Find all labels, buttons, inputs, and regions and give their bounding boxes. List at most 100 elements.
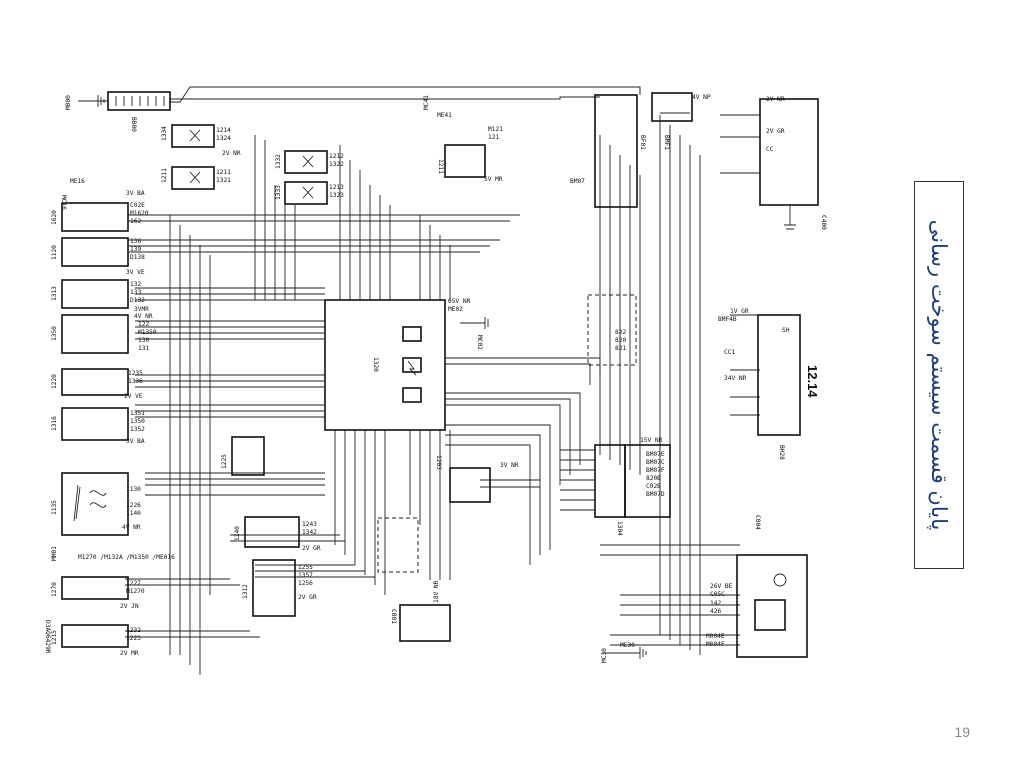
label-p1212: 1212 — [329, 153, 344, 160]
label-1235: 1235 — [128, 370, 143, 377]
connector-1240 — [244, 516, 300, 548]
connector-1334 — [171, 124, 215, 148]
connector-1332 — [284, 150, 328, 174]
label-c1215: 1215 — [51, 630, 58, 645]
label-c02b: C02B — [646, 483, 661, 490]
label-4vnr: 4V NR — [134, 313, 153, 320]
label-3vgr: 2V GR — [298, 594, 317, 601]
label-2vgr-b: 2V GR — [302, 545, 321, 552]
label-me02: ME02 — [448, 306, 463, 313]
label-d132: D132 — [130, 297, 145, 304]
label-c1211-b: 1211 — [437, 159, 444, 174]
label-d3aq: D3AQ6429R — [44, 620, 51, 654]
label-p1213: 1213 — [329, 184, 344, 191]
label-mc16: MC16 — [60, 195, 67, 210]
label-c1225: 1225 — [221, 454, 228, 469]
label-1255: 1255 — [298, 564, 313, 571]
label-26vbe: 26V BE — [710, 583, 733, 590]
label-3vba: 3V BA — [126, 190, 145, 197]
label-c1135: 1135 — [51, 500, 58, 515]
label-bm07: BM07 — [570, 178, 585, 185]
label-sh: SH — [782, 327, 790, 334]
label-136: 136 — [130, 238, 141, 245]
dashed-module-80 — [377, 517, 419, 573]
label-p1211: 1211 — [216, 169, 231, 176]
label-1227: 1227 — [126, 580, 141, 587]
label-1232: 1232 — [126, 627, 141, 634]
label-m004f: M004F — [706, 641, 725, 648]
ground-symbol-icon — [80, 95, 105, 107]
component-layer — [61, 91, 819, 659]
label-121: 121 — [488, 134, 499, 141]
label-426: 426 — [710, 608, 721, 615]
label-c1334: 1334 — [161, 126, 168, 141]
label-m000: M000 — [65, 95, 72, 110]
label-4vnp: 4V NP — [692, 94, 711, 101]
label-1256: 1256 — [298, 580, 313, 587]
connector-1333 — [284, 181, 328, 205]
label-5vmr: 5V MR — [484, 176, 503, 183]
label-2vve: 2V VE — [124, 393, 143, 400]
label-1352: 1352 — [130, 426, 145, 433]
label-p1214: 1214 — [216, 127, 231, 134]
label-c1240: 1240 — [234, 526, 241, 541]
label-c1333: 1333 — [275, 185, 282, 200]
label-2vnr-a: 2V NR — [222, 150, 241, 157]
label-65vnr: 65V NR — [448, 298, 471, 305]
label-m1350: M1350 — [138, 329, 157, 336]
label-d138: D138 — [130, 254, 145, 261]
label-m121: M121 — [488, 126, 503, 133]
connector-c001 — [399, 604, 451, 642]
label-me30: ME30 — [620, 642, 635, 649]
label-820b: 820B — [646, 475, 661, 482]
label-bm07f: BM07F — [646, 467, 665, 474]
label-3vmr: 3VMR — [134, 306, 149, 313]
label-1130: 1130 — [126, 486, 141, 493]
label-2vgr: 2V GR — [766, 128, 785, 135]
label-139: 139 — [130, 246, 141, 253]
label-1336: 1336 — [128, 378, 143, 385]
label-1226: 1226 — [126, 502, 141, 509]
label-1350: 1350 — [130, 418, 145, 425]
label-3vba-b: 3V BA — [126, 438, 145, 445]
label-cc: CC — [766, 146, 774, 153]
label-34vnr: 34V NR — [724, 375, 747, 382]
label-bm07e: BM07E — [646, 451, 665, 458]
connector-1135 — [61, 472, 129, 536]
label-c1313: 1313 — [51, 286, 58, 301]
label-15vnr: 15V NR — [640, 437, 663, 444]
connector-1225 — [231, 436, 265, 476]
label-bf01: BF01 — [639, 135, 646, 150]
label-122: 122 — [138, 321, 149, 328]
connector-bf01 — [594, 94, 638, 208]
label-p1323: 1323 — [329, 192, 344, 199]
label-c1120: 1120 — [51, 245, 58, 260]
label-mc02: MC02 — [476, 335, 483, 350]
dashed-module-82 — [587, 294, 637, 366]
label-bh28: BH28 — [778, 445, 785, 460]
connector-1316 — [61, 407, 129, 441]
label-c1620: 1620 — [51, 210, 58, 225]
label-me16: ME16 — [70, 178, 85, 185]
label-162: 162 — [130, 218, 141, 225]
ground-mc02-icon — [460, 317, 489, 329]
label-c1312: 1312 — [242, 584, 249, 599]
label-820: 820 — [615, 337, 626, 344]
label-p1324: 1324 — [216, 135, 231, 142]
label-mc41: MC41 — [423, 95, 430, 110]
connector-1220 — [61, 368, 129, 396]
connector-1620 — [61, 202, 129, 232]
label-2vnr-top: 2V NR — [766, 96, 785, 103]
label-130: 130 — [138, 337, 149, 344]
label-1357: 1357 — [298, 572, 313, 579]
page-number: 19 — [954, 724, 970, 740]
label-c1203: 1203 — [435, 455, 442, 470]
label-c1320: 1320 — [372, 357, 379, 372]
label-m1620: M1620 — [130, 210, 149, 217]
label-c05c: C05C — [710, 591, 725, 598]
label-me41: ME41 — [437, 112, 452, 119]
label-2vmr: 2V MR — [120, 650, 139, 657]
label-bmf4b: BMF4B — [718, 316, 737, 323]
label-2vjn: 2V JN — [120, 603, 139, 610]
